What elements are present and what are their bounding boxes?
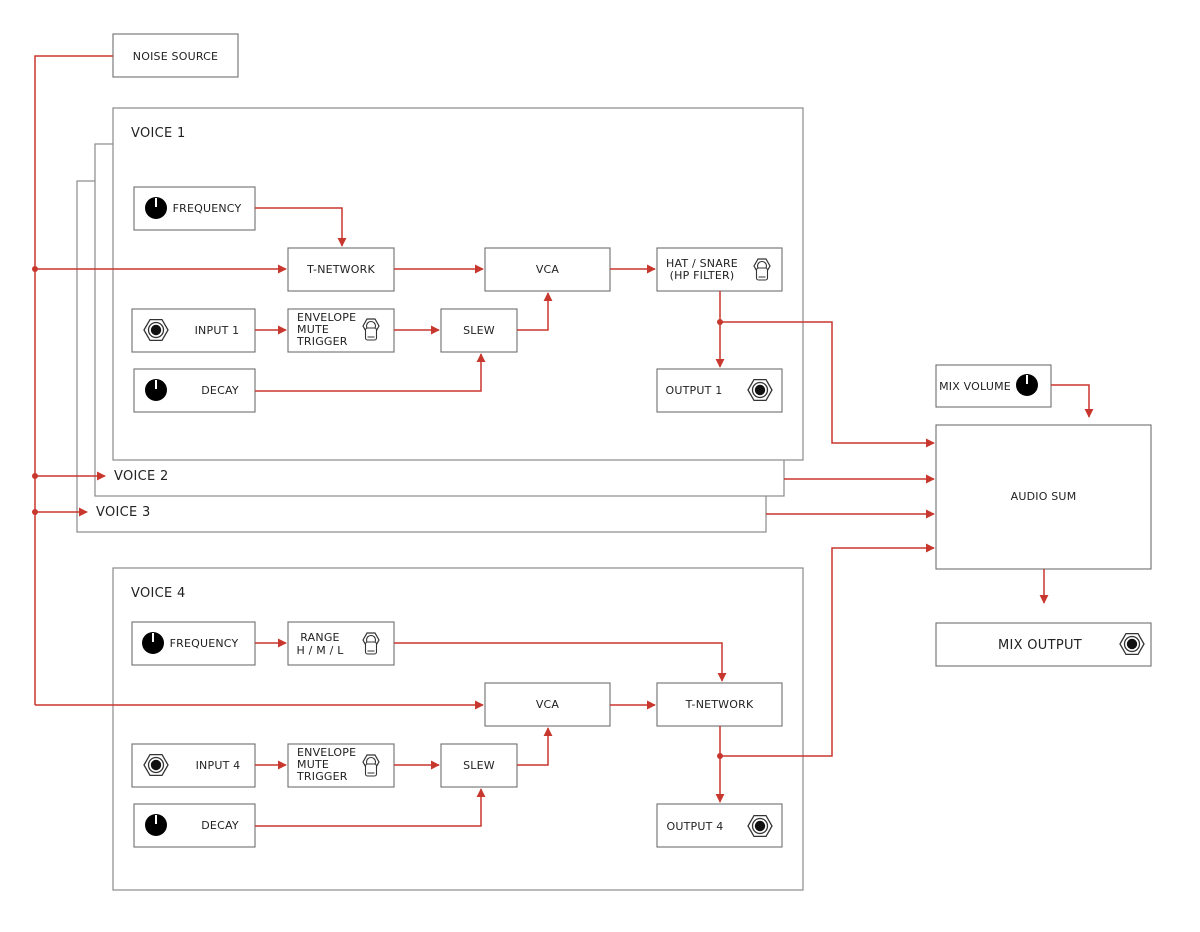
v1-frequency-label: FREQUENCY	[173, 202, 242, 215]
v1-envelope-label-2: MUTE	[297, 323, 329, 336]
v1-hat-snare-module: HAT / SNARE (HP FILTER)	[656, 247, 783, 292]
v4-decay-module: DECAY	[133, 803, 256, 848]
voice4-title: VOICE 4	[131, 586, 186, 601]
v1-hat-snare-label-2: (HP FILTER)	[670, 269, 735, 282]
v1-input-module: INPUT 1	[131, 308, 256, 353]
v4-vca-label: VCA	[536, 698, 560, 711]
jack-icon[interactable]	[747, 378, 773, 402]
v1-output-module: OUTPUT 1	[656, 368, 783, 413]
v1-t-network-module: T-NETWORK	[287, 247, 395, 292]
v4-decay-label: DECAY	[201, 819, 239, 832]
v4-frequency-module: FREQUENCY	[131, 621, 256, 666]
v1-to-sum-wire	[720, 321, 935, 448]
audio-sum-label: AUDIO SUM	[1011, 490, 1077, 503]
v1-input-label: INPUT 1	[195, 324, 240, 337]
v1-slew-label: SLEW	[463, 324, 495, 337]
knob-icon[interactable]	[144, 378, 168, 402]
audio-sum-module: AUDIO SUM	[935, 424, 1152, 570]
v4-slew-vca-wire	[517, 727, 553, 766]
v1-decay-label: DECAY	[201, 384, 239, 397]
noise-bus-wire	[34, 55, 113, 705]
v4-t-network-module: T-NETWORK	[656, 682, 783, 727]
voice3-title: VOICE 3	[96, 505, 151, 520]
v1-envelope-label-3: TRIGGER	[296, 335, 348, 348]
voice1-title: VOICE 1	[131, 126, 186, 141]
v1-frequency-module: FREQUENCY	[133, 186, 256, 231]
v1-envelope-label-1: ENVELOPE	[297, 311, 356, 324]
v4-output-module: OUTPUT 4	[656, 803, 783, 848]
v1-vca-module: VCA	[484, 247, 611, 292]
v4-envelope-module: ENVELOPE MUTE TRIGGER	[287, 743, 395, 788]
mix-volume-wire	[1051, 384, 1094, 418]
v1-frequency-wire	[255, 207, 347, 247]
v4-t-network-label: T-NETWORK	[685, 698, 754, 711]
v4-input-label: INPUT 4	[196, 759, 241, 772]
v1-slew-module: SLEW	[440, 308, 518, 353]
mix-output-module: MIX OUTPUT	[935, 622, 1152, 667]
mix-output-label: MIX OUTPUT	[998, 638, 1082, 653]
jack-icon[interactable]	[747, 814, 773, 838]
signal-wires	[32, 55, 1094, 827]
toggle-switch-icon[interactable]	[362, 754, 380, 777]
v4-slew-label: SLEW	[463, 759, 495, 772]
v4-envelope-label-3: TRIGGER	[296, 770, 348, 783]
v1-decay-module: DECAY	[133, 368, 256, 413]
toggle-switch-icon[interactable]	[362, 632, 380, 655]
voice2-title: VOICE 2	[114, 469, 169, 484]
jack-icon[interactable]	[1119, 632, 1145, 656]
knob-icon[interactable]	[144, 196, 168, 220]
noise-source-label: NOISE SOURCE	[133, 50, 218, 63]
v1-hat-snare-label-1: HAT / SNARE	[666, 257, 738, 270]
toggle-switch-icon[interactable]	[753, 258, 771, 281]
v1-t-network-label: T-NETWORK	[306, 263, 375, 276]
v4-range-tnetwork-wire	[394, 642, 727, 682]
mix-volume-label: MIX VOLUME	[939, 380, 1011, 393]
v4-output-label: OUTPUT 4	[667, 820, 724, 833]
noise-source-module: NOISE SOURCE	[112, 33, 239, 78]
v4-envelope-label-1: ENVELOPE	[297, 746, 356, 759]
v1-vca-label: VCA	[536, 263, 560, 276]
toggle-switch-icon[interactable]	[362, 318, 380, 341]
knob-icon[interactable]	[144, 813, 168, 837]
v4-range-label-1: RANGE	[300, 631, 339, 644]
v1-decay-slew-wire	[255, 353, 486, 392]
v1-envelope-module: ENVELOPE MUTE TRIGGER	[287, 308, 395, 353]
knob-icon[interactable]	[141, 631, 165, 655]
v4-frequency-label: FREQUENCY	[170, 637, 239, 650]
v4-vca-module: VCA	[484, 682, 611, 727]
v1-output-label: OUTPUT 1	[666, 384, 723, 397]
v4-range-label-2: H / M / L	[296, 644, 344, 657]
v4-input-module: INPUT 4	[131, 743, 256, 788]
v4-decay-slew-wire	[255, 788, 486, 827]
v4-to-sum-wire	[720, 543, 935, 757]
jack-icon[interactable]	[143, 318, 169, 342]
knob-icon[interactable]	[1015, 373, 1039, 397]
v4-slew-module: SLEW	[440, 743, 518, 788]
v4-range-module: RANGE H / M / L	[287, 621, 395, 666]
v1-slew-vca-wire	[517, 292, 553, 331]
v4-envelope-label-2: MUTE	[297, 758, 329, 771]
mix-volume-module: MIX VOLUME	[935, 364, 1052, 408]
jack-icon[interactable]	[143, 753, 169, 777]
